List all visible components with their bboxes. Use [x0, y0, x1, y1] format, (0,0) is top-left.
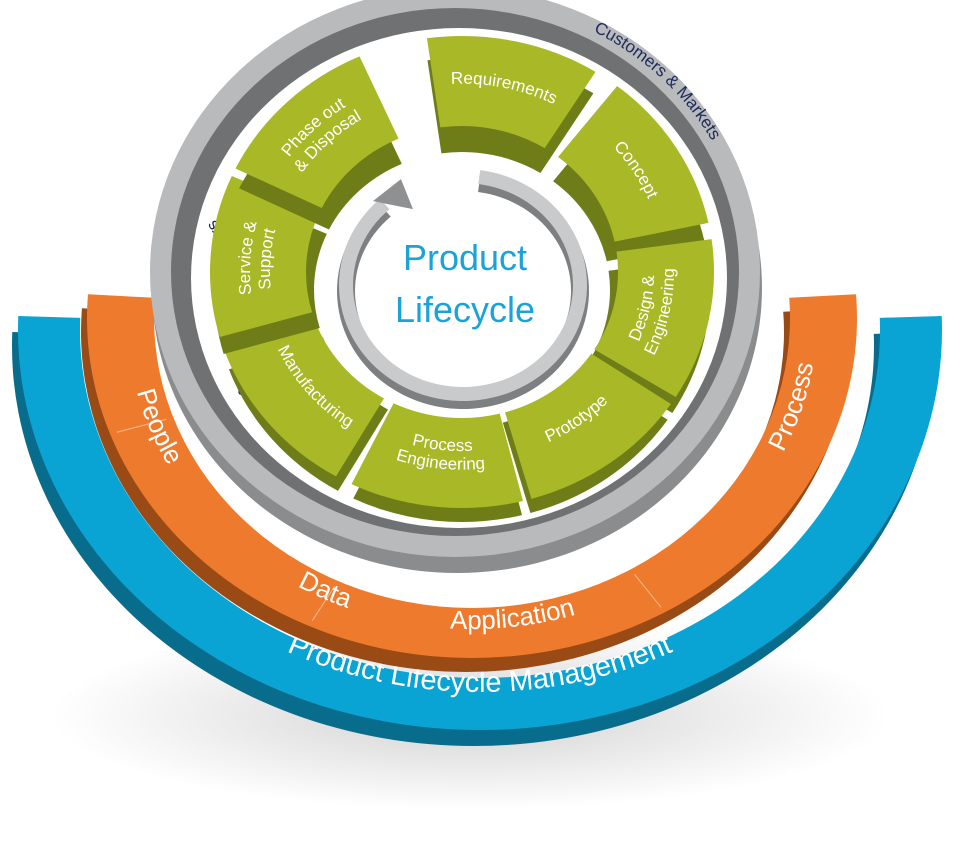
stage-segment-1: Concept — [553, 86, 709, 262]
stage-segment-7: Phase out& Disposal — [235, 56, 402, 230]
stage-segment-top — [209, 176, 320, 338]
stage-segment-0: Requirements — [426, 36, 596, 173]
orange-band-divider — [311, 585, 336, 621]
plm-band-top — [17, 316, 943, 731]
stage-segment-top — [351, 403, 523, 508]
labels: Product Lifecycle — [395, 237, 535, 330]
cycle-arrow-head-icon — [372, 179, 413, 210]
stage-segment-top — [225, 321, 384, 477]
stage-segment-6: Service &Support — [209, 176, 327, 354]
stage-segment-top — [235, 56, 399, 208]
orange-band-top — [86, 294, 858, 659]
stage-segment-top — [504, 353, 671, 499]
stage-segment-3: Prototype — [502, 353, 671, 514]
stage-segment-top — [558, 86, 709, 242]
orange-band-divider — [634, 574, 662, 608]
stage-segment-top — [594, 239, 715, 398]
center-title-line-2: Lifecycle — [395, 289, 535, 330]
orange-band-divider — [116, 418, 167, 433]
center-title-line-1: Product — [403, 237, 527, 278]
stage-segment-top — [426, 36, 596, 149]
cycle-arrow — [337, 170, 590, 409]
